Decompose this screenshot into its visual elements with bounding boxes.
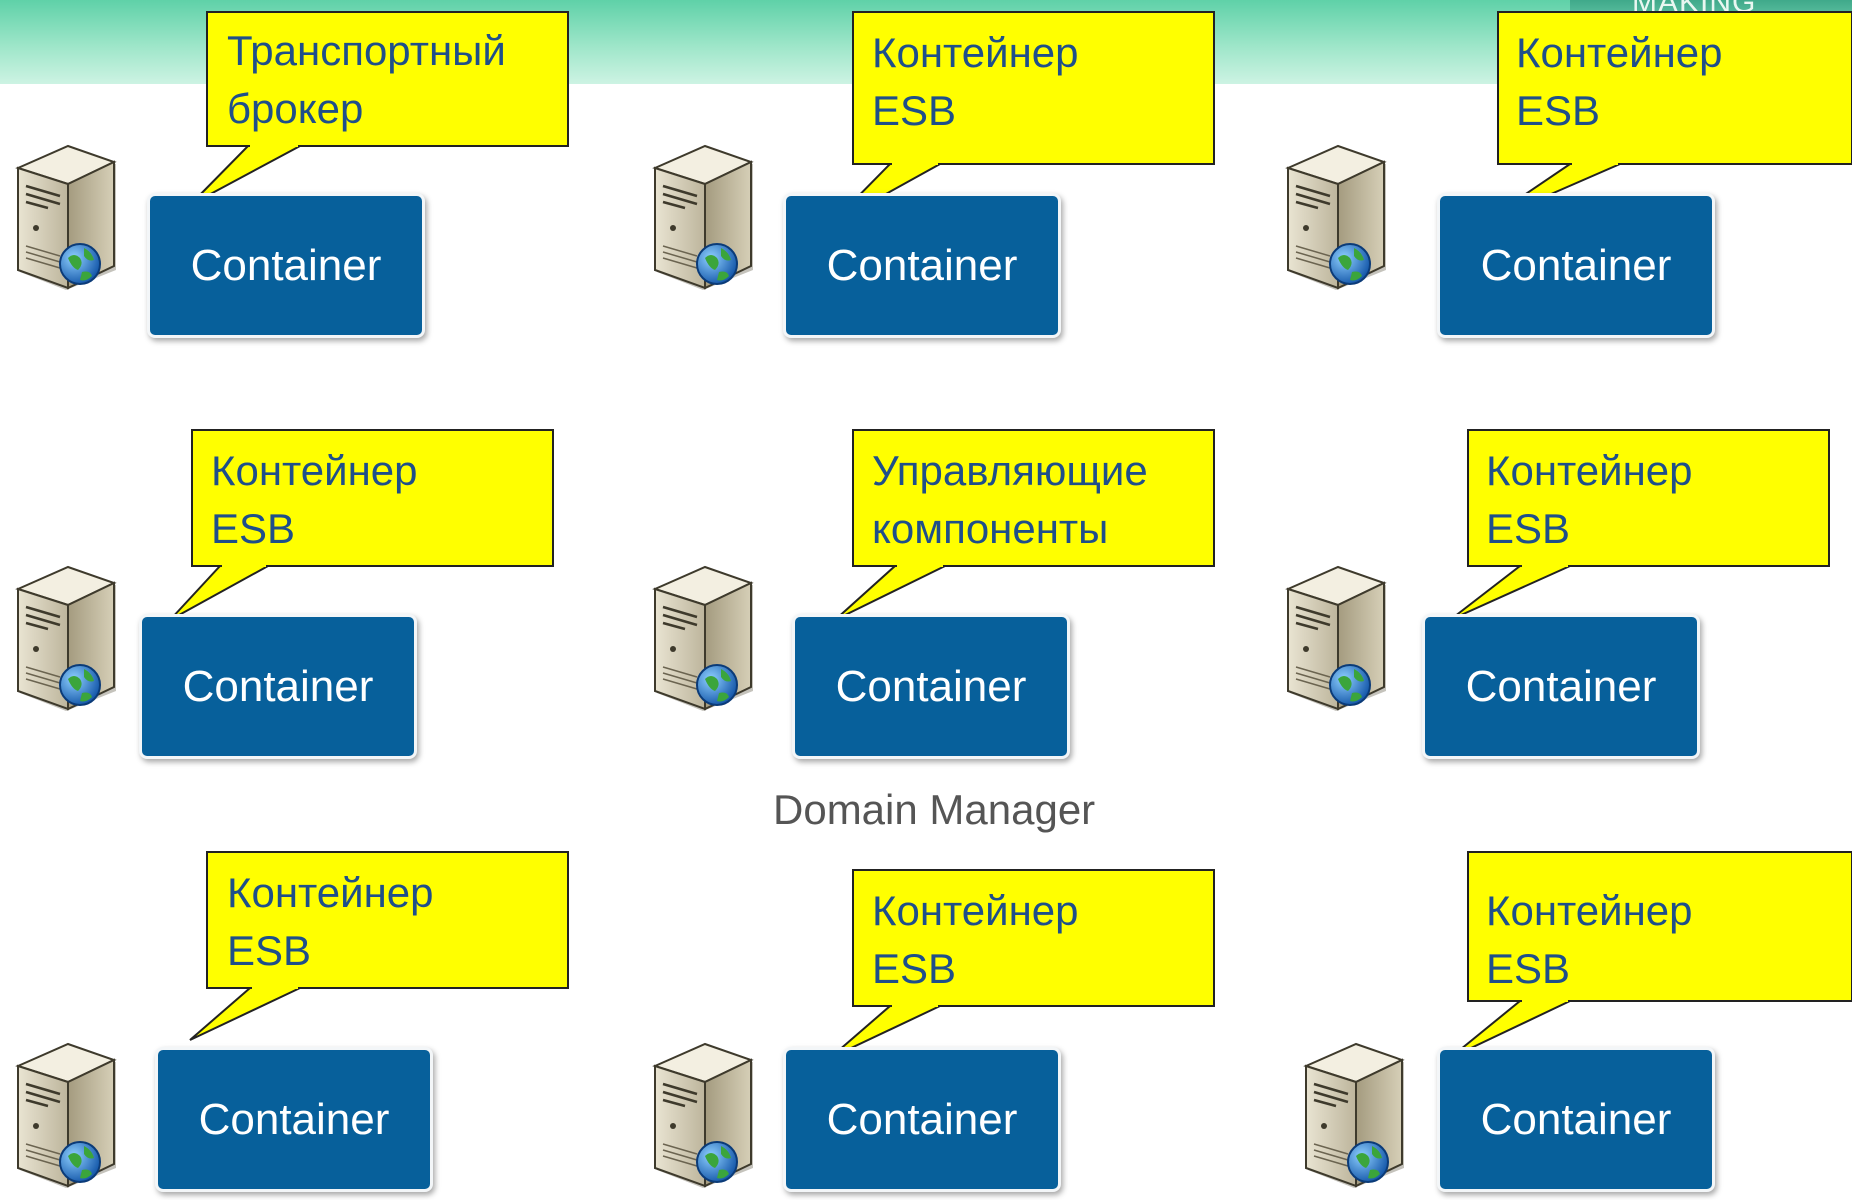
container-label: Container xyxy=(1465,661,1657,711)
callout-line: Контейнер xyxy=(211,447,418,494)
container-box: Container xyxy=(792,614,1070,759)
container-label: Container xyxy=(198,1094,390,1144)
callout-line: Контейнер xyxy=(872,887,1079,934)
callout-line: ESB xyxy=(227,927,312,974)
callout-line: ESB xyxy=(1516,87,1601,134)
container-box: Container xyxy=(783,193,1061,338)
container-label: Container xyxy=(182,661,374,711)
callout-seam xyxy=(892,161,938,165)
callout-bubble xyxy=(1497,11,1852,165)
callout-bubble xyxy=(191,429,554,567)
callout-bubble xyxy=(852,11,1215,165)
callout-line: Контейнер xyxy=(227,869,434,916)
callout-line: компоненты xyxy=(872,505,1109,552)
callout-line: Транспортный xyxy=(227,27,506,74)
container-label: Container xyxy=(835,661,1027,711)
callout-seam xyxy=(250,143,298,147)
callout-bubble xyxy=(852,869,1215,1007)
callout-line: ESB xyxy=(872,87,957,134)
callout-line: ESB xyxy=(211,505,296,552)
server-globe-icon xyxy=(1296,1040,1416,1190)
container-label: Container xyxy=(826,1094,1018,1144)
container-box: Container xyxy=(147,193,425,338)
container-box: Container xyxy=(1422,614,1700,759)
callout-line: ESB xyxy=(872,945,957,992)
callout-text: Транспортный брокер xyxy=(227,22,506,138)
server-globe-icon xyxy=(645,1040,765,1190)
container-box: Container xyxy=(155,1047,433,1192)
container-box: Container xyxy=(1437,1047,1715,1192)
server-globe-icon xyxy=(645,563,765,713)
container-label: Container xyxy=(1480,1094,1672,1144)
server-globe-icon xyxy=(8,563,128,713)
callout-tail xyxy=(1449,565,1571,621)
container-label: Container xyxy=(190,240,382,290)
callout-seam xyxy=(1522,998,1568,1002)
callout-line: Управляющие xyxy=(872,447,1148,494)
server-globe-icon xyxy=(1278,563,1398,713)
container-box: Container xyxy=(139,614,417,759)
container-box: Container xyxy=(783,1047,1061,1192)
callout-bubble xyxy=(206,11,569,147)
domain-manager-label: Domain Manager xyxy=(773,786,1096,833)
callout-tail xyxy=(834,565,946,621)
callout-seam xyxy=(1522,563,1568,567)
callout-seam xyxy=(897,563,943,567)
server-globe-icon xyxy=(1278,142,1398,292)
server-globe-icon xyxy=(8,142,128,292)
callout-bubble xyxy=(1467,429,1830,567)
callout-tail xyxy=(169,565,269,621)
callout-seam xyxy=(1572,161,1618,165)
callout-bubble xyxy=(852,429,1215,567)
callout-seam xyxy=(222,563,266,567)
callout-text: Управляющие компоненты xyxy=(872,442,1148,558)
callout-bubble xyxy=(206,851,569,989)
callout-line: брокер xyxy=(227,85,364,132)
callout-line: ESB xyxy=(1486,505,1571,552)
server-globe-icon xyxy=(8,1040,128,1190)
callout-seam xyxy=(252,985,298,989)
callout-line: Контейнер xyxy=(872,29,1079,76)
server-globe-icon xyxy=(645,142,765,292)
callout-line: Контейнер xyxy=(1516,29,1723,76)
callout-tail xyxy=(189,987,301,1041)
callout-seam xyxy=(892,1003,938,1007)
callout-line: Контейнер xyxy=(1486,447,1693,494)
callout-line: Контейнер xyxy=(1486,887,1693,934)
container-box: Container xyxy=(1437,193,1715,338)
callout-bubble xyxy=(1467,851,1852,1002)
callout-line: ESB xyxy=(1486,945,1571,992)
container-label: Container xyxy=(826,240,1018,290)
container-label: Container xyxy=(1480,240,1672,290)
